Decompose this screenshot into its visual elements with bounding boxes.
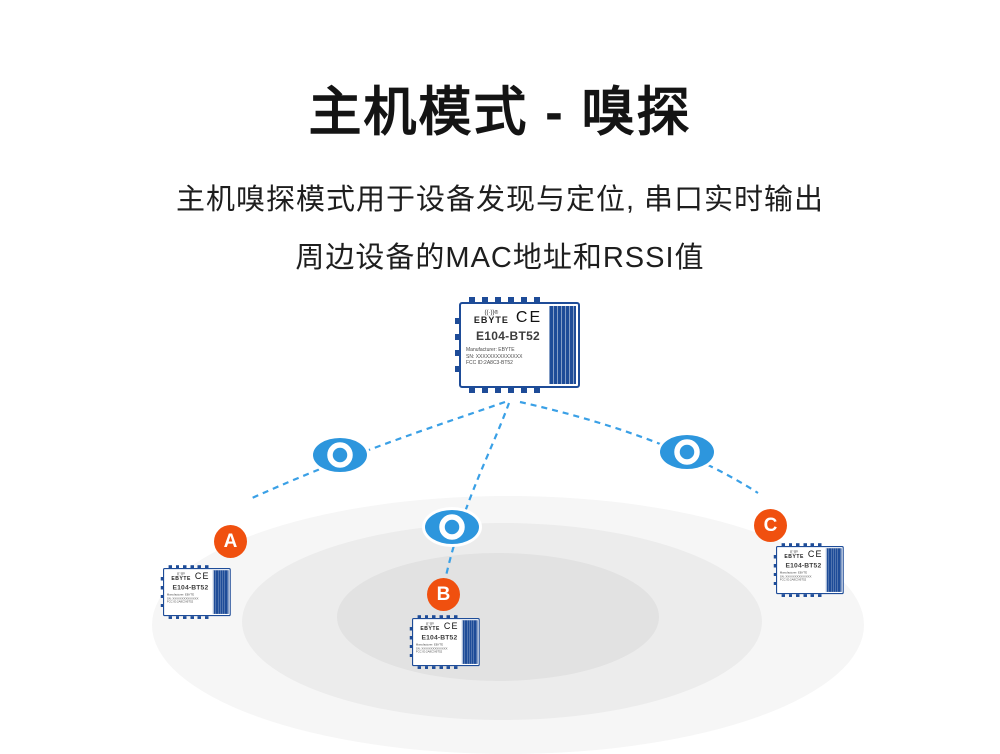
pcb-antenna-trace [825, 548, 842, 592]
signal-path-right [519, 400, 759, 494]
module-model: E104-BT52 [172, 583, 209, 591]
module-model: E104-BT52 [785, 561, 822, 569]
module-e104-bt52-a: ((·))® EBYTE CE E104-BT52 Manufacturer: … [160, 565, 231, 619]
module-model: E104-BT52 [475, 329, 541, 343]
badge-a: A [214, 525, 247, 558]
eye-icon [422, 507, 482, 547]
header: 主机模式 - 嗅探 主机嗅探模式用于设备发现与定位, 串口实时输出 周边设备的M… [0, 0, 1000, 276]
pcb-antenna-trace [461, 620, 478, 664]
pcb-castellation-top [469, 297, 547, 302]
fcc-line: FCC ID:2A8C3-BT52 [466, 360, 513, 366]
eye-icon [310, 435, 370, 475]
module-e104-bt52-central: ((·))® EBYTE CE E104-BT52 Manufacturer: … [455, 297, 580, 393]
page-title: 主机模式 - 嗅探 [308, 83, 692, 142]
subtitle-line-2: 周边设备的MAC地址和RSSI值 [295, 242, 705, 274]
pcb-castellation-left [455, 318, 459, 374]
eye-icon [657, 432, 717, 472]
module-e104-bt52-c: ((·))® EBYTE CE E104-BT52 Manufacturer: … [773, 543, 844, 597]
pcb-castellation-bottom [469, 388, 547, 393]
ebyte-logo: ((·))® EBYTE [784, 550, 804, 559]
badge-b: B [427, 578, 460, 611]
manufacturer-line: Manufacturer: EBYTE [466, 347, 515, 353]
ebyte-logo: ((·))® EBYTE [420, 622, 440, 631]
subtitle-line-1: 主机嗅探模式用于设备发现与定位, 串口实时输出 [175, 184, 825, 216]
module-e104-bt52-b: ((·))® EBYTE CE E104-BT52 Manufacturer: … [409, 615, 480, 669]
pcb-antenna-trace [212, 570, 229, 614]
signal-path-left [251, 400, 506, 500]
ebyte-logo: ((·))® EBYTE [171, 572, 191, 581]
signal-path-middle [444, 402, 511, 577]
badge-c: C [754, 509, 787, 542]
sn-line: SN: XXXXXXXXXXXXXX [466, 353, 523, 360]
ce-mark: CE [515, 309, 543, 326]
ce-mark: CE [194, 571, 210, 582]
module-model: E104-BT52 [421, 633, 458, 641]
ebyte-logo: ((·))® EBYTE [473, 310, 509, 325]
module-label: ((·))® EBYTE CE E104-BT52 Manufacturer: … [466, 310, 550, 367]
radar-ellipse-inner [337, 553, 659, 681]
pcb-antenna-trace [548, 306, 576, 384]
ce-mark: CE [443, 621, 459, 632]
radio-waves-icon: ((·))® [484, 310, 499, 316]
ce-mark: CE [807, 549, 823, 560]
